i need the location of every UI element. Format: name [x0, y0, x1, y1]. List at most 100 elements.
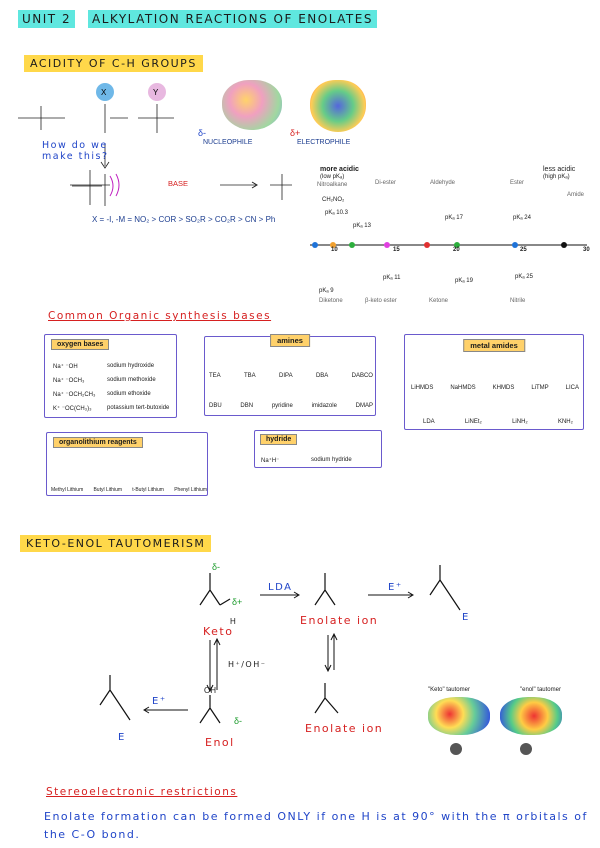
- oxygen-bases-title: oxygen bases: [51, 339, 110, 350]
- tick-25: 25: [520, 247, 527, 253]
- oxygen-formula-3: K⁺ ⁻OC(CH₃)₃: [53, 406, 92, 412]
- x-series-text: X = -I, -M = NO₂ > COR > SO₂R > CO₂R > C…: [92, 215, 276, 224]
- tick-15: 15: [393, 247, 400, 253]
- stereo-text: Enolate formation can be formed ONLY if …: [44, 810, 588, 841]
- hydride-title: hydride: [260, 434, 298, 445]
- top-label-diester: Di-ester: [375, 180, 397, 186]
- organolithium-panel: organolithium reagents Methyl Lithium Bu…: [46, 432, 208, 496]
- top-pka-diester: pKₐ 13: [353, 223, 371, 229]
- bottom-pka-ketone: pKₐ 19: [455, 278, 473, 284]
- tautomer-figure: "Keto" tautomer "enol" tautomer: [420, 645, 585, 770]
- oxygen-name-1: sodium methoxide: [107, 377, 156, 383]
- electrophile-label: ELECTROPHILE: [297, 139, 351, 146]
- oxygen-formula-0: Na⁺ ⁻OH: [53, 364, 78, 370]
- less-acidic-sub: (high pKₐ): [543, 174, 570, 180]
- delta-minus-label: δ-: [198, 128, 207, 138]
- eplus-top: E⁺: [388, 582, 403, 593]
- hydride-panel: hydride Na⁺H⁻ sodium hydride: [254, 430, 382, 468]
- amines-title: amines: [270, 334, 310, 347]
- oxygen-formula-2: Na⁺ ⁻OCH₂CH₃: [53, 392, 96, 398]
- organolithium-0: Methyl Lithium: [51, 487, 84, 493]
- acidity-heading: ACIDITY OF C-H GROUPS: [24, 55, 203, 72]
- amide-litmp: LiTMP: [531, 385, 549, 391]
- eplus-left: E⁺: [152, 696, 167, 707]
- keto-tautomer-label: "Keto" tautomer: [428, 687, 470, 693]
- lda-label: LDA: [268, 582, 293, 593]
- metal-amides-panel: metal amides LiHMDS NaHMDS KHMDS LiTMP L…: [404, 334, 584, 430]
- keto-delta-minus: δ-: [212, 562, 221, 572]
- bases-heading: Common Organic synthesis bases: [48, 310, 272, 322]
- base-reaction: [70, 170, 300, 210]
- organolithium-3: Phenyl Lithium: [174, 487, 207, 493]
- tick-10: 10: [331, 247, 338, 253]
- tick-20: 20: [453, 247, 460, 253]
- enol-ballstick: [520, 743, 532, 755]
- organolithium-2: t-Butyl Lithium: [132, 487, 164, 493]
- stereo-heading: Stereoelectronic restrictions: [46, 786, 238, 798]
- amide-khmds: KHMDS: [492, 385, 515, 391]
- enolate-lower-label: Enolate ion: [305, 722, 384, 735]
- amine-tba: TBA: [244, 373, 256, 379]
- amide-nahmds: NaHMDS: [450, 385, 476, 391]
- more-acidic-label: more acidic: [320, 166, 359, 173]
- unit-label: UNIT 2: [18, 10, 76, 28]
- top-label-nitroalkane: Nitroalkane: [317, 182, 348, 188]
- y-circle-label: Y: [153, 88, 159, 97]
- e-top: E: [462, 612, 470, 623]
- amide-lda: LDA: [423, 419, 435, 425]
- how-question: How do we make this?: [42, 140, 109, 162]
- keto-delta-plus: δ+: [232, 597, 243, 607]
- enolate-label: Enolate ion: [300, 614, 379, 627]
- oxygen-formula-1: Na⁺ ⁻OCH₃: [53, 378, 85, 384]
- amines-panel: amines TEA TBA DIPA DBA DABCO DBU DBN py…: [204, 334, 376, 416]
- keto-enol-diagram: [99, 565, 461, 724]
- oxygen-name-3: potassium tert-butoxide: [107, 405, 170, 411]
- amide-linh2: LiNH₂: [512, 419, 528, 425]
- amide-linet2: LiNEt₂: [464, 419, 482, 425]
- enol-label: Enol: [205, 736, 235, 749]
- enol-delta-minus: δ-: [234, 716, 243, 726]
- amine-imidazole: imidazole: [311, 403, 337, 409]
- x-circle-label: X: [101, 88, 107, 97]
- amine-pyridine: pyridine: [271, 403, 293, 409]
- amine-dbu: DBU: [209, 403, 222, 409]
- bottom-label-nitrile: Nitrile: [510, 298, 526, 304]
- keto-h: H: [230, 617, 236, 626]
- bottom-pka-diketone: pKₐ 9: [319, 288, 334, 294]
- amine-dmap: DMAP: [355, 403, 373, 409]
- bottom-pka-ketoester: pKₐ 11: [383, 275, 401, 281]
- nucleophile-label: NUCLEOPHILE: [203, 139, 253, 146]
- amine-dabco: DABCO: [351, 373, 373, 379]
- oxygen-name-0: sodium hydroxide: [107, 363, 155, 369]
- hydride-formula: Na⁺H⁻: [261, 458, 280, 464]
- amide-knh2: KNH₂: [557, 419, 573, 425]
- amine-dba: DBA: [315, 373, 329, 379]
- e-left: E: [118, 732, 126, 743]
- nitroalkane-formula: CH₂NO₂: [322, 197, 345, 203]
- organolithium-1: Butyl Lithium: [93, 487, 123, 493]
- top-label-aldehyde: Aldehyde: [430, 180, 456, 186]
- enol-oh: OH: [204, 686, 216, 695]
- bottom-label-ketone: Ketone: [429, 298, 449, 304]
- amine-dbn: DBN: [240, 403, 254, 409]
- keto-label: Keto: [203, 625, 234, 638]
- tick-30: 30: [583, 247, 590, 253]
- nucleophile-blob: [222, 80, 282, 130]
- keto-esp-blob: [428, 697, 490, 735]
- enol-tautomer-label: "enol" tautomer: [520, 687, 561, 693]
- amide-lica: LICA: [565, 385, 579, 391]
- top-label-amide: Amide: [567, 192, 585, 198]
- enol-esp-blob: [500, 697, 562, 735]
- h-oh-label: H⁺/OH⁻: [228, 660, 267, 669]
- top-label-ester: Ester: [510, 180, 525, 186]
- electrophile-blob: [310, 80, 366, 132]
- bottom-pka-nitrile: pKₐ 25: [515, 274, 533, 280]
- less-acidic-label: less acidic: [543, 166, 576, 173]
- pka-chart: more acidic (low pKₐ) less acidic (high …: [305, 160, 595, 310]
- organolithium-title: organolithium reagents: [53, 437, 143, 448]
- base-label: BASE: [168, 179, 189, 188]
- keto-enol-heading: KETO-ENOL TAUTOMERISM: [20, 535, 212, 552]
- top-pka-aldehyde: pKₐ 17: [445, 215, 463, 221]
- amide-lihmds: LiHMDS: [411, 385, 434, 391]
- bottom-label-diketone: Diketone: [319, 298, 343, 304]
